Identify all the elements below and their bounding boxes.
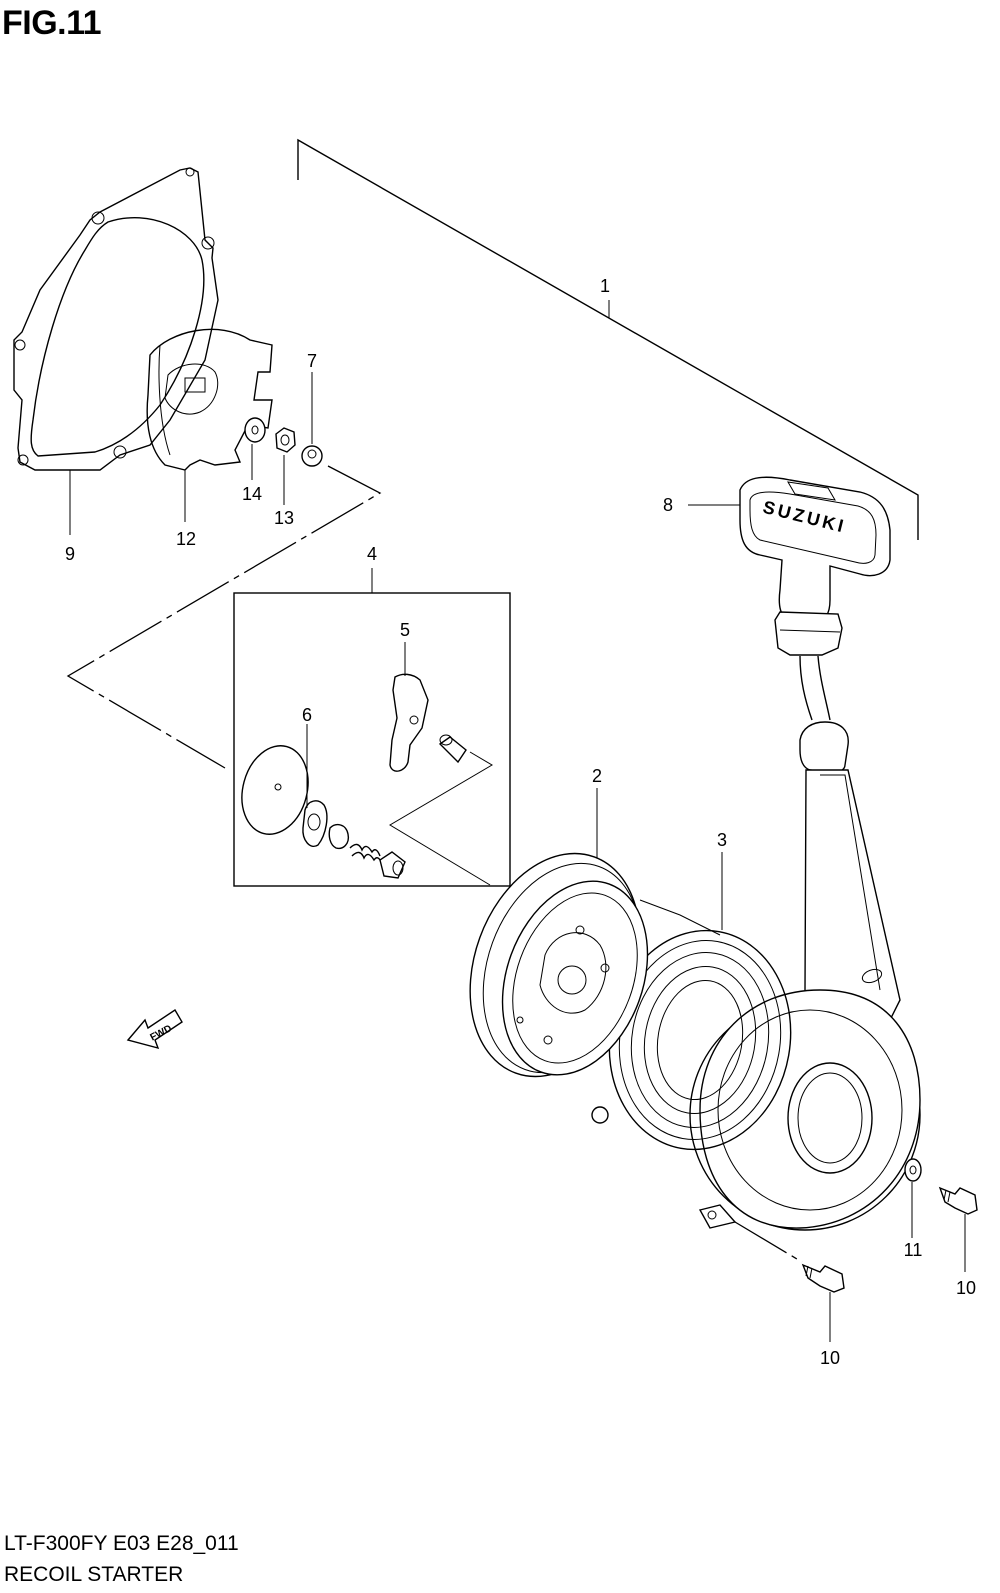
starter-case-part-3 xyxy=(591,721,921,1231)
starter-rope xyxy=(799,655,831,721)
ratchet-pawl-part-5 xyxy=(389,642,429,772)
washer-part-14 xyxy=(244,417,266,480)
callout-1: 1 xyxy=(600,276,610,296)
callout-12: 12 xyxy=(176,529,196,549)
bolt-part-10-lower xyxy=(801,1263,845,1342)
flange-nut-part-7 xyxy=(301,372,323,467)
callout-14: 14 xyxy=(242,484,262,504)
assembly-line-upper xyxy=(66,465,382,769)
assembly-line-box xyxy=(389,751,493,886)
starter-handle-part-8: SUZUKI xyxy=(688,476,891,656)
callout-9: 9 xyxy=(65,544,75,564)
guide-plate-part-6 xyxy=(241,724,406,879)
reel-part-2 xyxy=(469,788,721,1078)
forward-direction-arrow-icon: FWD xyxy=(126,1009,183,1050)
callout-5: 5 xyxy=(400,620,410,640)
section-name: RECOIL STARTER xyxy=(4,1563,184,1586)
bolt-part-10-right xyxy=(938,1186,978,1272)
callout-10-lower: 10 xyxy=(820,1348,840,1368)
gasket-part-9 xyxy=(13,167,219,535)
callout-13: 13 xyxy=(274,508,294,528)
pin-part xyxy=(438,734,467,764)
washer-part-11 xyxy=(904,1158,922,1238)
callout-4: 4 xyxy=(367,544,377,564)
ratchet-subassembly-box-4 xyxy=(233,568,511,887)
callout-8: 8 xyxy=(663,495,673,515)
callout-3: 3 xyxy=(717,830,727,850)
model-code: LT-F300FY E03 E28_011 xyxy=(4,1532,239,1555)
callout-10-right: 10 xyxy=(956,1278,976,1298)
assembly-bracket-1 xyxy=(297,138,919,540)
assembly-line-lower xyxy=(734,1221,803,1263)
nut-part-13 xyxy=(275,427,296,505)
callout-6: 6 xyxy=(302,705,312,725)
figure-title: FIG.11 xyxy=(2,4,102,42)
callout-7: 7 xyxy=(307,351,317,371)
callout-11: 11 xyxy=(904,1240,923,1260)
callout-2: 2 xyxy=(592,766,602,786)
